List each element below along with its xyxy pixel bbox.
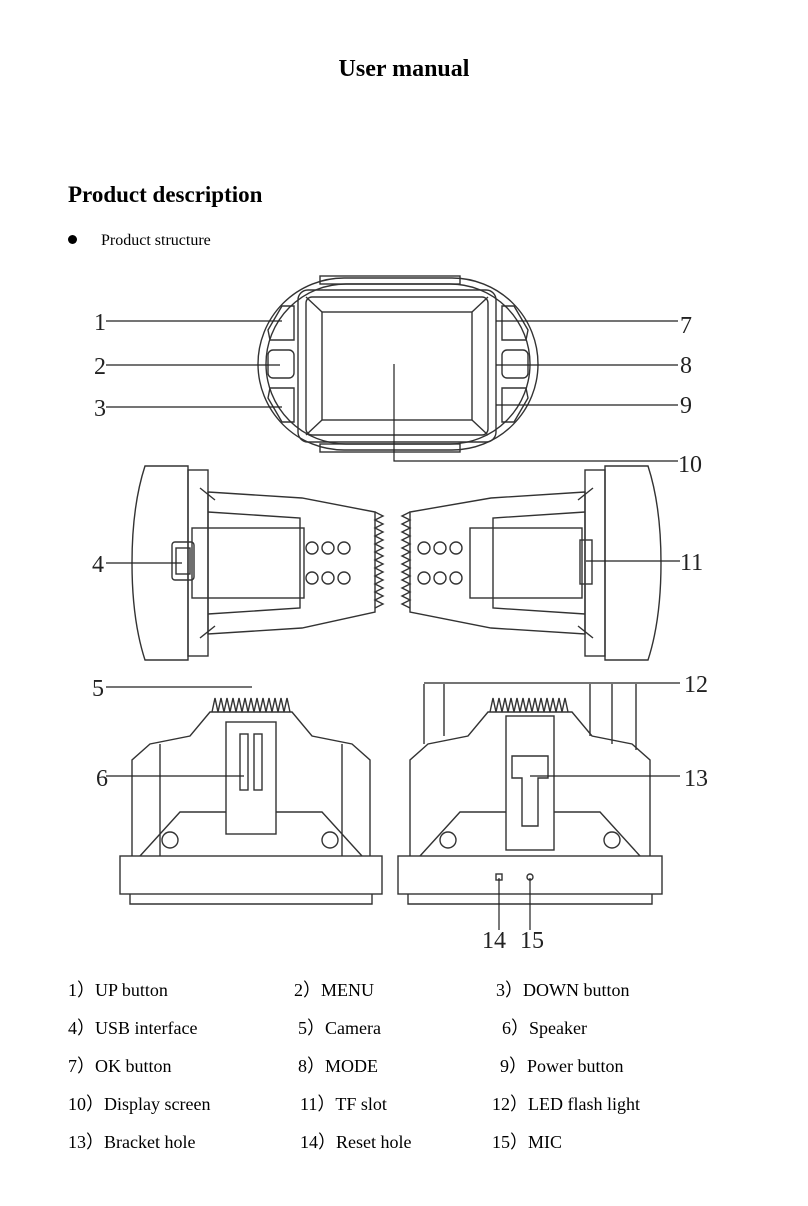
legend-row: 1）UP button 2）MENU 3）DOWN button — [68, 976, 768, 1014]
legend-row: 7）OK button 8）MODE 9）Power button — [68, 1052, 768, 1090]
side-view-left-drawing — [131, 465, 385, 661]
legend-item: 10）Display screen — [68, 1094, 211, 1114]
ok-button-icon — [501, 305, 529, 341]
menu-button-icon — [267, 349, 295, 379]
legend-item: 15）MIC — [492, 1132, 563, 1152]
legend-row: 4）USB interface 5）Camera 6）Speaker — [68, 1014, 768, 1052]
callout-number: 12 — [684, 672, 708, 698]
legend-item: 4）USB interface — [68, 1018, 198, 1038]
legend-item: 12）LED flash light — [492, 1094, 640, 1114]
legend-item: 2）MENU — [294, 980, 374, 1000]
parts-legend: 1）UP button 2）MENU 3）DOWN button 4）USB inte… — [68, 976, 768, 1166]
callout-number: 15 — [520, 928, 544, 954]
legend-item: 11）TF slot — [300, 1094, 387, 1114]
callout-number: 1 — [94, 310, 106, 336]
down-button-icon — [267, 387, 295, 423]
mode-button-icon — [501, 349, 529, 379]
legend-item: 3）DOWN button — [496, 980, 630, 1000]
callout-number: 3 — [94, 396, 106, 422]
legend-item: 8）MODE — [298, 1056, 378, 1076]
page-title: User manual — [338, 56, 470, 82]
legend-item: 13）Bracket hole — [68, 1132, 196, 1152]
callout-number: 4 — [92, 552, 104, 578]
callout-number: 10 — [678, 452, 702, 478]
callout-number: 2 — [94, 354, 106, 380]
legend-item: 1）UP button — [68, 980, 168, 1000]
legend-row: 13）Bracket hole 14）Reset hole 15）MIC — [68, 1128, 768, 1166]
callout-number: 7 — [680, 313, 692, 339]
side-view-right-drawing — [400, 465, 662, 661]
bottom-view-right-drawing — [397, 684, 663, 905]
callout-number: 5 — [92, 676, 104, 702]
callout-number: 6 — [96, 766, 108, 792]
leader-lines — [106, 320, 680, 930]
legend-item: 14）Reset hole — [300, 1132, 412, 1152]
callout-number: 8 — [680, 353, 692, 379]
callout-number: 11 — [680, 550, 703, 576]
bullet-text: Product structure — [101, 232, 211, 249]
legend-item: 5）Camera — [298, 1018, 381, 1038]
callout-number: 9 — [680, 393, 692, 419]
callout-number: 13 — [684, 766, 708, 792]
legend-item: 6）Speaker — [502, 1018, 587, 1038]
up-button-icon — [267, 305, 295, 341]
bullet-item: Product structure — [68, 232, 211, 250]
section-heading: Product description — [68, 182, 263, 207]
callout-number: 14 — [482, 928, 506, 954]
legend-row: 10）Display screen 11）TF slot 12）LED flash … — [68, 1090, 768, 1128]
bottom-view-left-drawing — [119, 697, 383, 905]
front-view-drawing — [257, 275, 539, 453]
bullet-dot-icon — [68, 234, 77, 244]
legend-item: 9）Power button — [500, 1056, 624, 1076]
legend-item: 7）OK button — [68, 1056, 172, 1076]
